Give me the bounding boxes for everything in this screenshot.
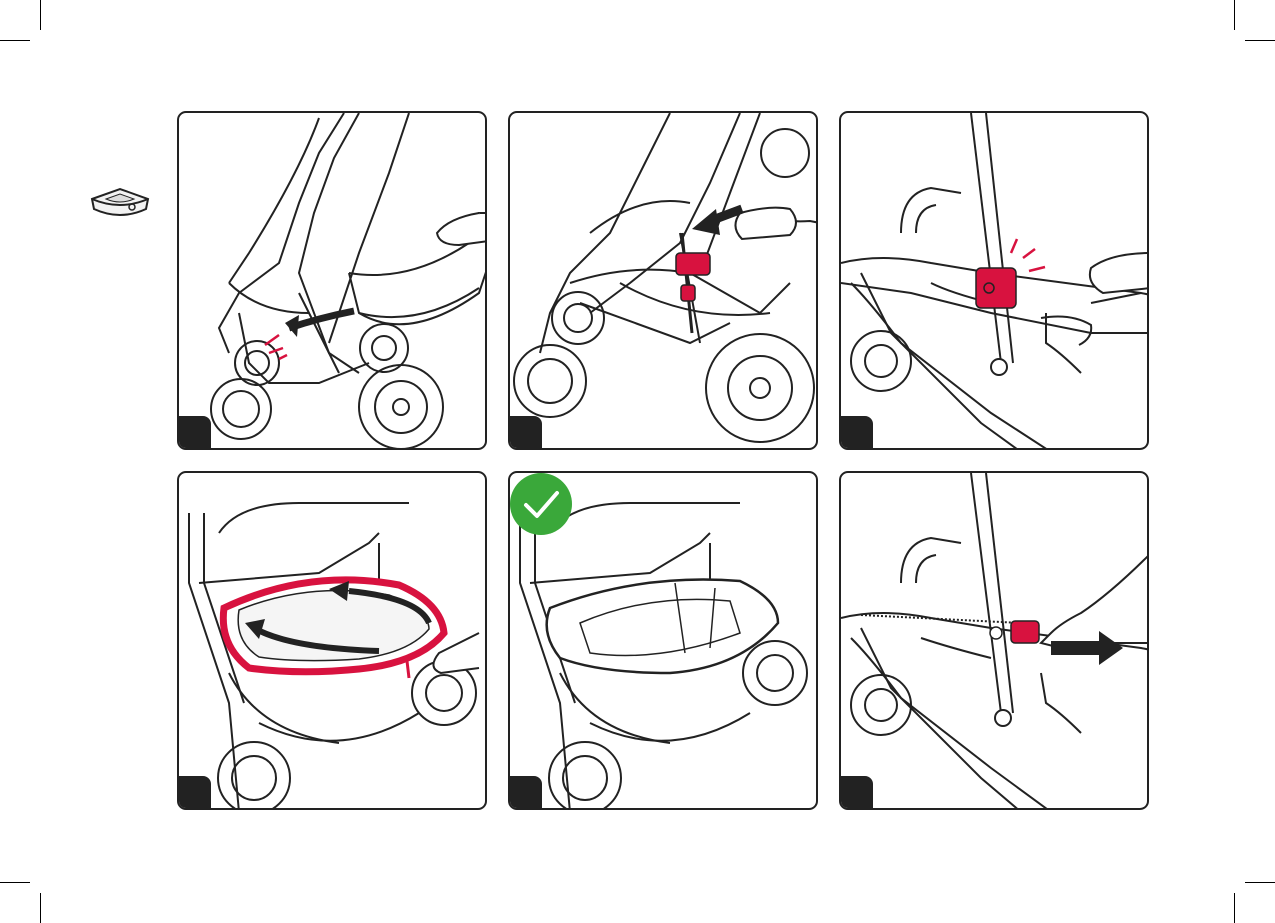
step-panel-3	[839, 111, 1149, 450]
release-basket-icon	[179, 113, 487, 450]
crop-mark	[1234, 0, 1235, 30]
clip-attached-icon	[841, 113, 1149, 450]
step-panel-6	[839, 471, 1149, 810]
crop-mark	[1234, 893, 1235, 923]
zip-around-icon	[179, 473, 487, 810]
crop-mark	[40, 0, 41, 30]
step-panel-1	[177, 111, 487, 450]
pull-clip-icon	[841, 473, 1149, 810]
crop-mark	[0, 40, 30, 41]
crop-mark	[1245, 882, 1275, 883]
step-number-badge	[177, 776, 211, 810]
step-panel-5	[508, 471, 818, 810]
step-panel-2	[508, 111, 818, 450]
press-clip-icon	[510, 113, 818, 450]
crop-mark	[0, 882, 30, 883]
crop-mark	[40, 893, 41, 923]
step-number-badge	[508, 416, 542, 450]
step-number-badge	[839, 416, 873, 450]
check-icon	[510, 473, 572, 535]
basket-icon	[86, 183, 154, 221]
step-number-badge	[508, 776, 542, 810]
step-number-badge	[177, 416, 211, 450]
step-number-badge	[839, 776, 873, 810]
step-panel-4	[177, 471, 487, 810]
crop-mark	[1245, 40, 1275, 41]
